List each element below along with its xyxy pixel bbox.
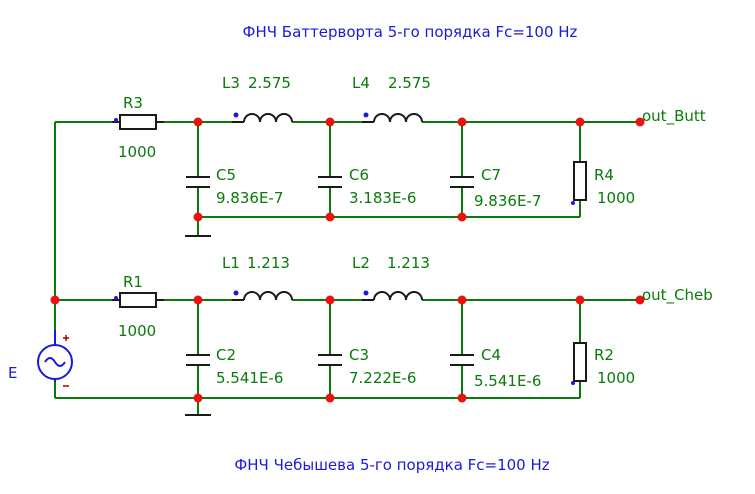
r3-value-label: 1000 xyxy=(118,143,156,161)
c4-name-label: C4 xyxy=(481,346,501,364)
source-name-label: E xyxy=(8,364,17,382)
junction-dot xyxy=(457,393,467,403)
ac-source-e[interactable] xyxy=(37,330,73,387)
c3-value-label: 7.222E-6 xyxy=(349,369,416,387)
inductor-l1[interactable] xyxy=(232,290,293,301)
junction-dot xyxy=(325,117,335,127)
r1-name-label: R1 xyxy=(123,273,143,291)
c2-name-label: C2 xyxy=(216,346,236,364)
c7-name-label: C7 xyxy=(481,166,501,184)
junction-dot xyxy=(457,117,467,127)
capacitor-c2[interactable] xyxy=(186,354,210,366)
r3-name-label: R3 xyxy=(123,94,143,112)
junction-dot xyxy=(193,117,203,127)
resistor-r4[interactable] xyxy=(571,161,587,205)
l1-value-label: 1.213 xyxy=(247,254,290,272)
l4-name-label: L4 xyxy=(352,74,370,92)
c5-name-label: C5 xyxy=(216,166,236,184)
capacitor-c5[interactable] xyxy=(186,176,210,188)
chebyshev-title: ФНЧ Чебышева 5-го порядка Fc=100 Hz xyxy=(234,456,549,474)
capacitor-c7[interactable] xyxy=(450,176,474,188)
capacitor-c4[interactable] xyxy=(450,354,474,366)
junction-dot xyxy=(193,212,203,222)
r4-value-label: 1000 xyxy=(597,189,635,207)
l3-value-label: 2.575 xyxy=(248,74,291,92)
c3-name-label: C3 xyxy=(349,346,369,364)
r1-value-label: 1000 xyxy=(118,322,156,340)
inductor-l4[interactable] xyxy=(362,112,423,123)
capacitor-c3[interactable] xyxy=(318,354,342,366)
capacitor-c6[interactable] xyxy=(318,176,342,188)
junction-dot xyxy=(575,295,585,305)
inductor-l2[interactable] xyxy=(362,290,423,301)
sine-icon xyxy=(44,357,66,367)
l4-value-label: 2.575 xyxy=(388,74,431,92)
l2-name-label: L2 xyxy=(352,254,370,272)
r4-name-label: R4 xyxy=(594,166,614,184)
r2-value-label: 1000 xyxy=(597,369,635,387)
resistor-r1[interactable] xyxy=(112,292,164,308)
l3-name-label: L3 xyxy=(222,74,240,92)
resistor-r3[interactable] xyxy=(112,114,164,130)
l1-name-label: L1 xyxy=(222,254,240,272)
junction-dot xyxy=(50,295,60,305)
junction-dot xyxy=(575,117,585,127)
butterworth-title: ФНЧ Баттерворта 5-го порядка Fc=100 Hz xyxy=(243,23,578,41)
junction-dot xyxy=(325,393,335,403)
c7-value-label: 9.836E-7 xyxy=(474,192,541,210)
out-butt-label: out_Butt xyxy=(642,107,706,126)
junction-dot xyxy=(193,295,203,305)
junction-dots xyxy=(50,117,645,403)
junction-dot xyxy=(325,295,335,305)
junction-dot xyxy=(457,295,467,305)
out-cheb-label: out_Cheb xyxy=(642,286,713,305)
inductor-l3[interactable] xyxy=(232,112,293,123)
output-pin-butt xyxy=(635,117,645,127)
l2-value-label: 1.213 xyxy=(387,254,430,272)
output-pin-cheb xyxy=(635,295,645,305)
r2-name-label: R2 xyxy=(594,346,614,364)
junction-dot xyxy=(193,393,203,403)
junction-dot xyxy=(325,212,335,222)
wires xyxy=(54,121,640,416)
c5-value-label: 9.836E-7 xyxy=(216,189,283,207)
c6-value-label: 3.183E-6 xyxy=(349,189,416,207)
c4-value-label: 5.541E-6 xyxy=(474,372,541,390)
c6-name-label: C6 xyxy=(349,166,369,184)
junction-dot xyxy=(457,212,467,222)
resistor-r2[interactable] xyxy=(571,342,587,385)
c2-value-label: 5.541E-6 xyxy=(216,369,283,387)
